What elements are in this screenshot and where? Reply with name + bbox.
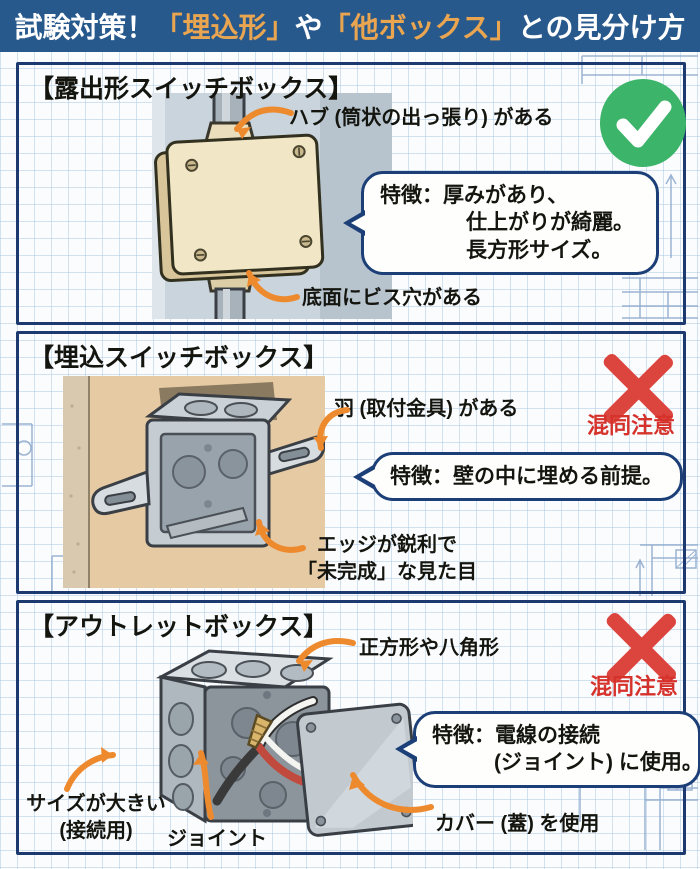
bubble-line: 長方形サイズ。 <box>466 238 613 262</box>
feature-bubble-flush: 特徴：壁の中に埋める前提。 <box>371 452 683 502</box>
arrow-to-wing-icon <box>313 407 350 451</box>
title-highlight-umikomi: 「埋込形」 <box>154 12 295 43</box>
joint-label: ジョイント <box>167 828 267 850</box>
outlet-box-illustration <box>155 649 413 837</box>
title-highlight-otherbox: 「他ボックス」 <box>322 12 518 43</box>
hub-label: ハブ (筒状の出っ張り) がある <box>289 107 554 129</box>
panel-exposed-switch-box: 【露出形スイッチボックス】 <box>16 62 686 325</box>
wing-label: 羽 (取付金具) がある <box>334 398 519 420</box>
panel-outlet-box: 【アウトレットボックス】 <box>16 600 700 855</box>
size-label: サイズが大きい (接続用) <box>21 791 171 845</box>
arrow-to-bottom-icon <box>246 270 300 303</box>
edge-label-line: 「未完成」な見た目 <box>297 561 477 583</box>
check-icon <box>600 79 686 167</box>
x-icon <box>603 354 673 424</box>
arrow-to-shape-icon <box>296 638 356 672</box>
arrow-to-hub-icon <box>234 106 294 139</box>
bubble-line: 特徴：電線の接続 <box>432 724 600 747</box>
page-title: 試験対策！「埋込形」や「他ボックス」との見分け方 <box>15 6 686 46</box>
cover-label: カバー (蓋) を使用 <box>435 813 600 835</box>
bubble-line: 特徴：壁の中に埋める前提。 <box>390 465 663 488</box>
size-label-line: (接続用) <box>59 820 133 842</box>
shape-label: 正方形や八角形 <box>359 637 499 659</box>
panel-flush-switch-box: 【埋込スイッチボックス】 <box>16 331 686 594</box>
arrow-to-cover-icon <box>349 772 434 813</box>
arrow-to-edge-icon <box>255 519 306 553</box>
edge-label: エッジが鋭利で 「未完成」な見た目 <box>277 532 497 586</box>
panel2-title: 【埋込スイッチボックス】 <box>29 344 329 372</box>
feature-bubble-exposed: 特徴：厚みがあり、 仕上がりが綺麗。 長方形サイズ。 <box>361 171 659 275</box>
title-middle: や <box>294 12 323 43</box>
size-label-line: サイズが大きい <box>26 793 166 815</box>
title-bar: 試験対策！「埋込形」や「他ボックス」との見分け方 <box>0 0 700 52</box>
edge-label-line: エッジが鋭利で <box>317 534 457 556</box>
arrow-to-joint-icon <box>193 750 214 820</box>
bubble-line: 仕上がりが綺麗。 <box>466 211 634 235</box>
panel3-title: 【アウトレットボックス】 <box>29 613 329 641</box>
exposed-box-illustration <box>152 93 392 319</box>
bubble-line: 特徴：厚みがあり、 <box>380 184 569 207</box>
bottom-screw-hole-label: 底面にビス穴がある <box>302 287 482 309</box>
feature-bubble-outlet: 特徴：電線の接続 (ジョイント) に使用。 <box>413 711 700 788</box>
arrow-to-size-icon <box>64 747 116 792</box>
title-prefix: 試験対策！ <box>14 12 155 43</box>
caution-label: 混同注意 <box>590 674 679 699</box>
flush-box-illustration <box>63 376 325 588</box>
panel1-title: 【露出形スイッチボックス】 <box>29 75 354 103</box>
caution-label: 混同注意 <box>587 413 676 438</box>
title-suffix: との見分け方 <box>517 12 686 43</box>
x-icon <box>606 613 676 683</box>
bubble-line: (ジョイント) に使用。 <box>494 751 700 775</box>
